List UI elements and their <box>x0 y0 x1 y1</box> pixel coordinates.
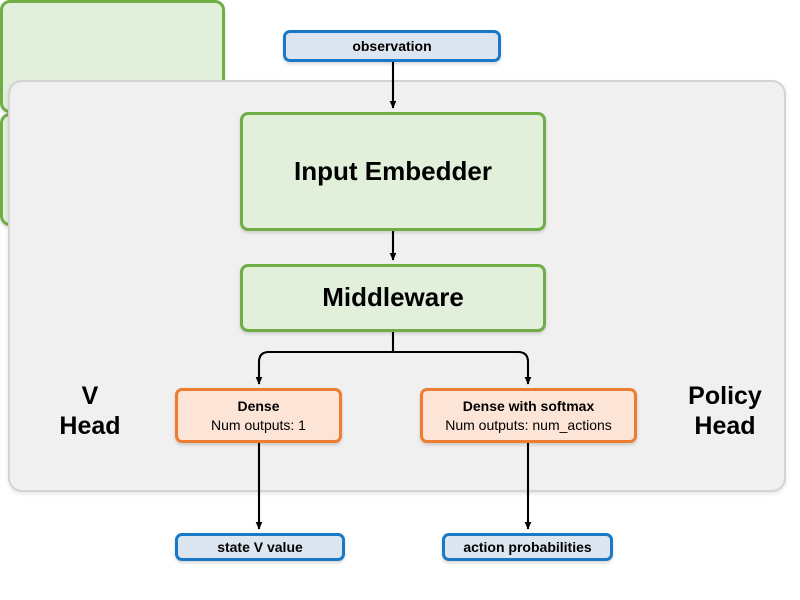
v-head-caption-line2: Head <box>59 411 121 440</box>
action-probabilities-label: action probabilities <box>463 538 592 555</box>
v-head-dense-title: Dense <box>237 398 280 415</box>
v-head-caption-line1: V <box>81 382 99 410</box>
policy-head-caption-line1: Policy <box>688 382 762 410</box>
state-v-value-label: state V value <box>217 538 303 555</box>
policy-head-dense-box: Dense with softmax Num outputs: num_acti… <box>420 388 637 443</box>
policy-head-caption-line2: Head <box>694 411 756 440</box>
middleware-label: Middleware <box>322 282 464 313</box>
policy-head-caption: Policy Head <box>662 382 788 441</box>
v-head-dense-box: Dense Num outputs: 1 <box>175 388 342 443</box>
observation-label: observation <box>352 37 432 54</box>
policy-head-dense-subtitle: Num outputs: num_actions <box>445 416 612 433</box>
input-embedder-label: Input Embedder <box>294 155 492 186</box>
state-v-value-box: state V value <box>175 533 345 561</box>
v-head-caption: V Head <box>40 382 140 441</box>
observation-box: observation <box>283 30 501 62</box>
policy-head-dense-title: Dense with softmax <box>462 398 595 415</box>
input-embedder-box: Input Embedder <box>240 112 546 231</box>
middleware-box: Middleware <box>240 264 546 332</box>
v-head-dense-subtitle: Num outputs: 1 <box>211 416 306 433</box>
action-probabilities-box: action probabilities <box>442 533 613 561</box>
